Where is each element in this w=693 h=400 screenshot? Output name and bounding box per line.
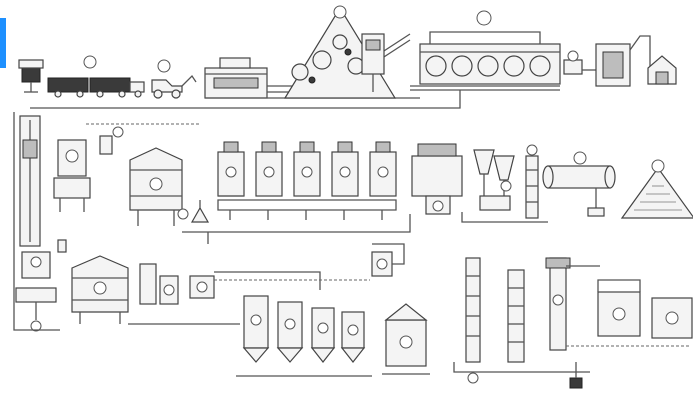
separators (473, 149, 515, 211)
tag-truck (83, 55, 97, 69)
rotary-dryer (542, 151, 616, 217)
final-tank-2 (651, 297, 693, 339)
tag-washing-line (476, 10, 492, 26)
distillation-column-1 (465, 257, 481, 384)
fermenter-3 (293, 141, 321, 197)
tag-dryer (573, 151, 587, 165)
row-3-storage-and-distillation (15, 239, 693, 389)
tag-buffer-base (30, 320, 42, 332)
silo-2 (276, 301, 304, 363)
transfer-pump (563, 50, 596, 75)
process-line-c (461, 212, 548, 223)
fermenter-1 (217, 141, 245, 197)
tag-loader (157, 59, 171, 73)
silo-row (236, 295, 372, 377)
buffer-tank (15, 251, 57, 332)
silo-4 (340, 311, 366, 363)
storage-pile (283, 5, 397, 99)
tag-evaporator (432, 200, 444, 212)
large-tank-2 (71, 255, 129, 324)
feed-tank (53, 139, 91, 212)
heat-exchanger (139, 263, 179, 305)
left-loop-line (13, 260, 60, 331)
bucket-elevator-left (19, 115, 41, 247)
transport-trucks (47, 55, 145, 98)
valve-small (57, 239, 67, 253)
return-line (30, 90, 461, 109)
tag-storage-tank (149, 177, 163, 191)
row-1-raw-material-handling (18, 5, 677, 109)
fermenter-2 (255, 141, 283, 197)
tag-pile (333, 5, 347, 19)
final-tank-1 (597, 279, 641, 337)
product-tank (382, 303, 430, 375)
column-base-line (453, 362, 590, 373)
tag-pump (567, 50, 579, 62)
cooling-pump (371, 243, 405, 277)
dosing-pump (99, 126, 124, 155)
large-storage-tank (129, 147, 183, 226)
rectification-column (545, 257, 600, 351)
evaporator-unit (411, 143, 463, 215)
fermenter-row (217, 141, 397, 220)
washing-line (410, 10, 561, 91)
output-pump (569, 362, 583, 389)
receiving-station (18, 59, 44, 93)
tag-feed-tank (65, 149, 79, 163)
distillation-column-small (525, 144, 539, 219)
silo-3 (310, 307, 336, 363)
accent-bar (0, 18, 6, 68)
fermenter-4 (331, 141, 359, 197)
tag-dosing-pump (112, 126, 124, 138)
mixer (177, 200, 210, 223)
press-cabinet (595, 35, 651, 87)
distillation-column-2 (507, 269, 525, 363)
process-line-a (182, 214, 411, 233)
tag-warehouse (651, 159, 665, 173)
fermenter-5 (369, 141, 397, 197)
row-2-processing (13, 112, 693, 260)
receiving-hopper (204, 57, 268, 99)
process-line-d (214, 271, 321, 290)
product-warehouse (620, 159, 693, 219)
silo-1 (242, 295, 270, 363)
crusher-tower (361, 33, 385, 92)
wheel-loader (151, 59, 197, 99)
centrifuge (189, 275, 215, 299)
small-shelter (647, 55, 677, 85)
